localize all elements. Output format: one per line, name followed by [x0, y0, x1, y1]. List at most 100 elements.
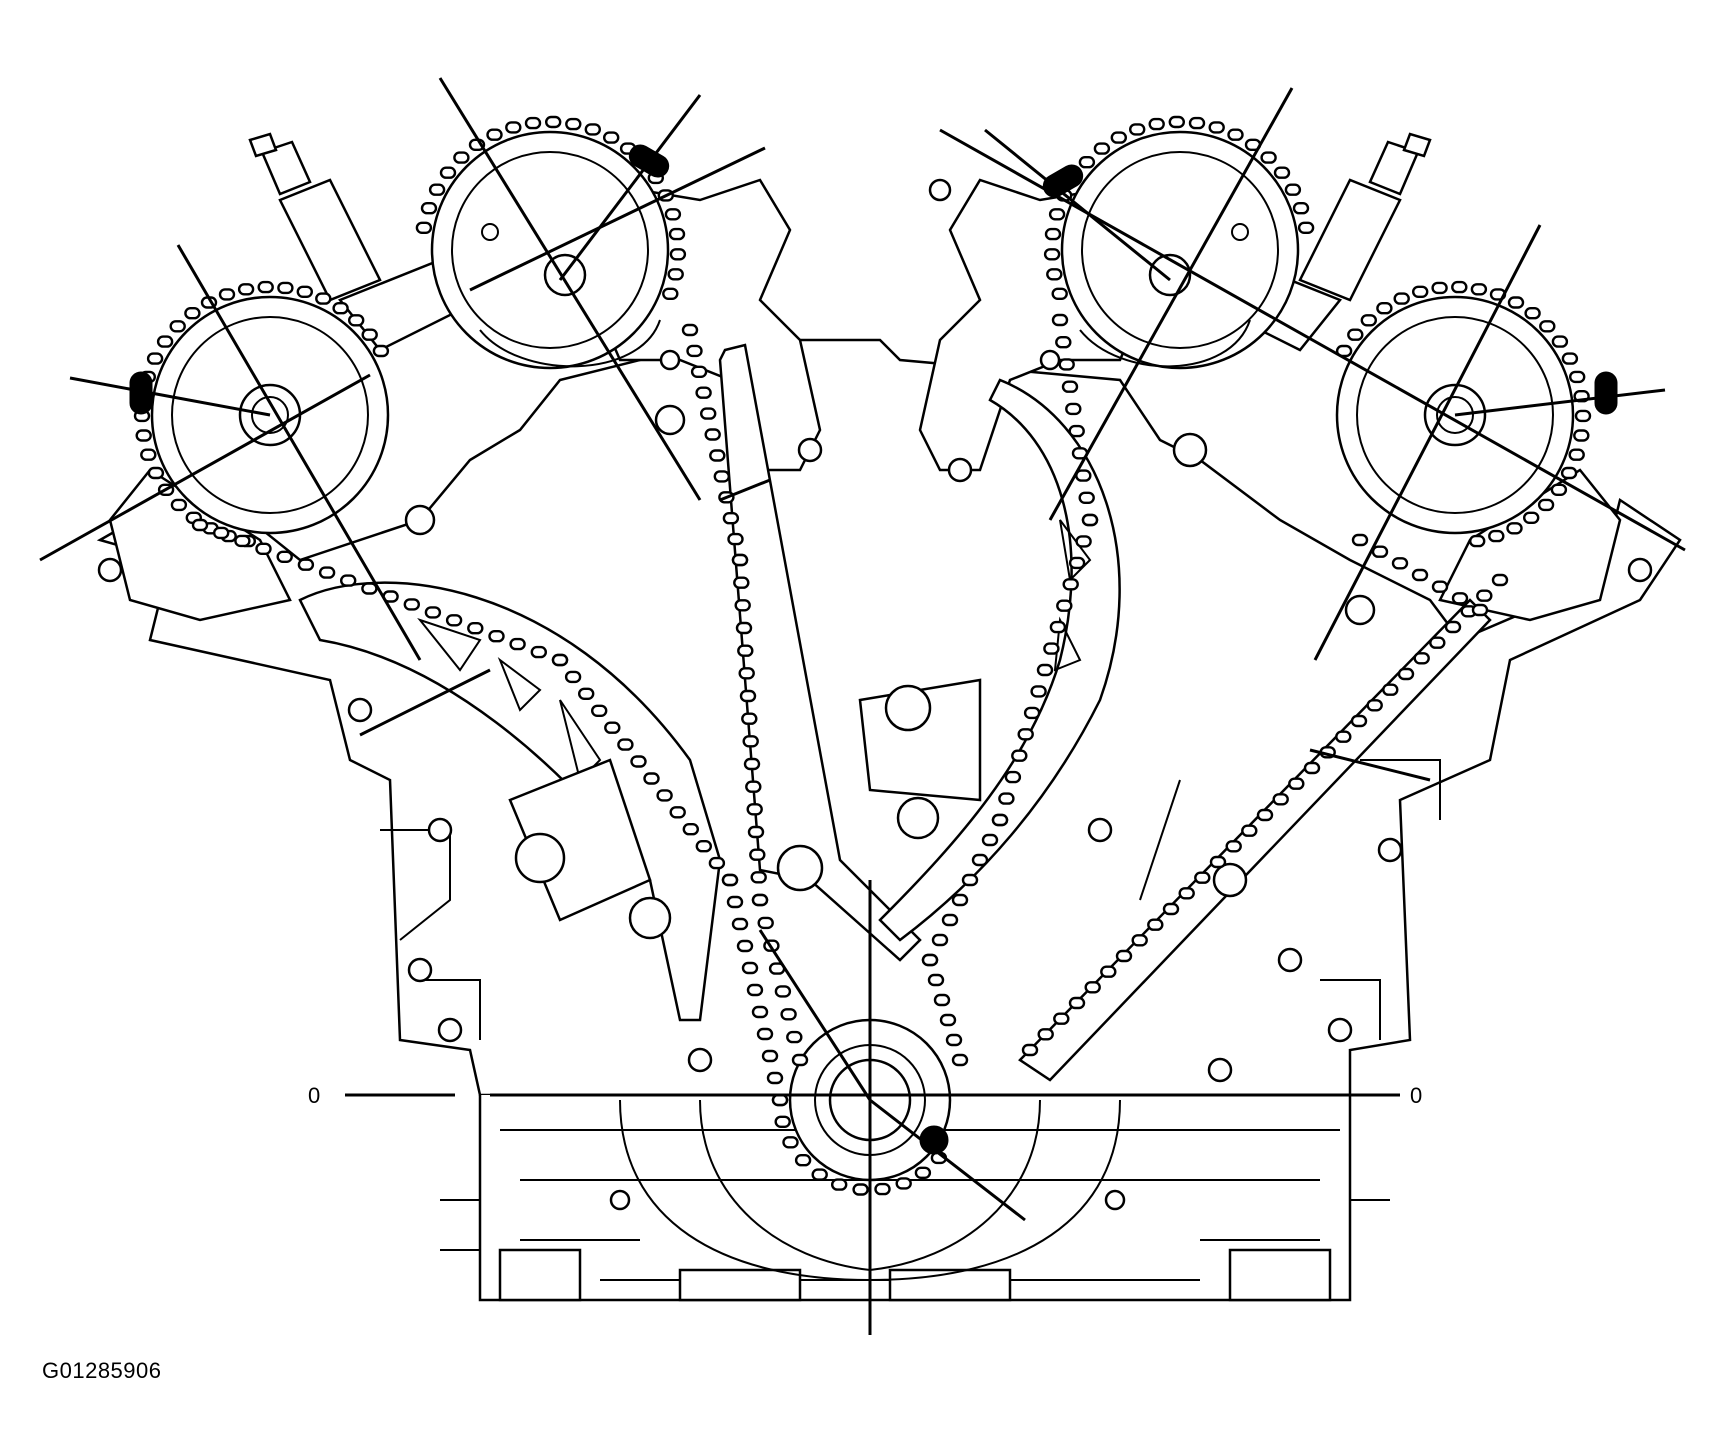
chain-link [1188, 116, 1206, 130]
chain-link [453, 151, 470, 164]
chain-link [713, 470, 730, 483]
chain-link [135, 429, 152, 442]
chain-link [1046, 268, 1063, 281]
chain-link [1568, 370, 1586, 384]
chain-link [1284, 183, 1302, 196]
chain-link [737, 644, 754, 657]
chain-link [991, 813, 1009, 827]
chain-link [156, 335, 174, 348]
chain-link [1078, 155, 1096, 169]
chain-link [1537, 498, 1555, 512]
chain-link [1049, 620, 1067, 634]
chain-link [1011, 749, 1028, 762]
chain-link [1476, 589, 1493, 602]
chain-link [1227, 128, 1244, 141]
chain-link [545, 115, 562, 129]
chain-link [1043, 642, 1060, 655]
chain-link [741, 712, 758, 725]
chain-link [1539, 320, 1556, 333]
chain-link [682, 823, 699, 836]
chain-link [1128, 123, 1146, 136]
chain-link [505, 121, 522, 134]
chain-link [756, 1027, 774, 1041]
chain-link [782, 1136, 799, 1149]
chain-link [939, 1013, 957, 1027]
left-zero-label: 0 [308, 1083, 321, 1108]
timing-mark-icon [628, 144, 670, 178]
chain-link [147, 466, 165, 480]
chain-link [1451, 592, 1469, 605]
chain-link [695, 386, 712, 399]
chain-link [564, 670, 582, 684]
right-tensioner [858, 678, 982, 840]
timing-mark-icon [919, 1125, 949, 1155]
chain-link [348, 314, 365, 327]
chain-link [1075, 535, 1092, 548]
chain-link [852, 1183, 869, 1196]
chain-link [1393, 292, 1410, 305]
chain-link [734, 599, 751, 612]
chain-link [741, 961, 759, 975]
chain-link [1036, 663, 1054, 677]
chain-link [1376, 302, 1393, 315]
chain-link [467, 622, 484, 635]
chain-link [746, 983, 764, 997]
chain-link [296, 285, 313, 298]
chain-link [332, 302, 349, 315]
chain-link [933, 993, 951, 1007]
chain-link [565, 117, 582, 131]
right-intake-cam-sprocket [1060, 130, 1300, 370]
chain-link [774, 985, 792, 998]
chain-link [1051, 313, 1069, 327]
timing-marks [129, 144, 1618, 1155]
chain-link [1004, 770, 1022, 784]
chain-link [1351, 533, 1369, 547]
chain-link [361, 328, 378, 341]
chain-link [551, 653, 569, 667]
chain-link [643, 772, 660, 785]
chain-link [146, 352, 164, 365]
chain-link [921, 953, 939, 967]
chain-link [218, 288, 236, 301]
chain-link [1147, 918, 1164, 931]
chain-link [945, 1033, 963, 1047]
chain-link [780, 1008, 797, 1021]
chain-link [1335, 730, 1352, 743]
chain-link [1209, 855, 1227, 869]
chain-link [1491, 573, 1509, 587]
chain-link [361, 582, 378, 595]
chain-link [1397, 667, 1415, 681]
chain-link [786, 1030, 803, 1044]
chain-link [1507, 296, 1525, 309]
bolts [97, 349, 1653, 1211]
timing-chains [133, 115, 1592, 1196]
chain-link [1043, 248, 1061, 261]
chain-link [998, 792, 1015, 805]
chain-link [1084, 981, 1101, 994]
chain-link [1037, 1028, 1054, 1041]
chain-link [1488, 529, 1505, 543]
chain-link [766, 1071, 784, 1085]
chain-link [591, 704, 608, 717]
timing-mark-icon [1042, 164, 1084, 198]
chain-link [1194, 871, 1211, 884]
chain-link [1524, 307, 1541, 320]
chain-link [1225, 840, 1242, 853]
chain-link [745, 780, 762, 793]
chain-link [981, 833, 999, 847]
chain-link [669, 806, 686, 819]
chain-link [1561, 352, 1579, 365]
chain-link [704, 428, 721, 441]
chain-link [1178, 887, 1195, 900]
chain-link [420, 201, 438, 215]
chain-link [1411, 568, 1429, 582]
chain-link [1429, 636, 1446, 649]
chain-link [1065, 402, 1082, 416]
chain-link [604, 721, 621, 734]
chain-link [727, 532, 744, 546]
chain-link [1017, 728, 1034, 741]
chain-link [1382, 683, 1399, 696]
chain-link [1162, 902, 1180, 916]
chain-link [424, 606, 442, 619]
chain-link [340, 574, 357, 587]
